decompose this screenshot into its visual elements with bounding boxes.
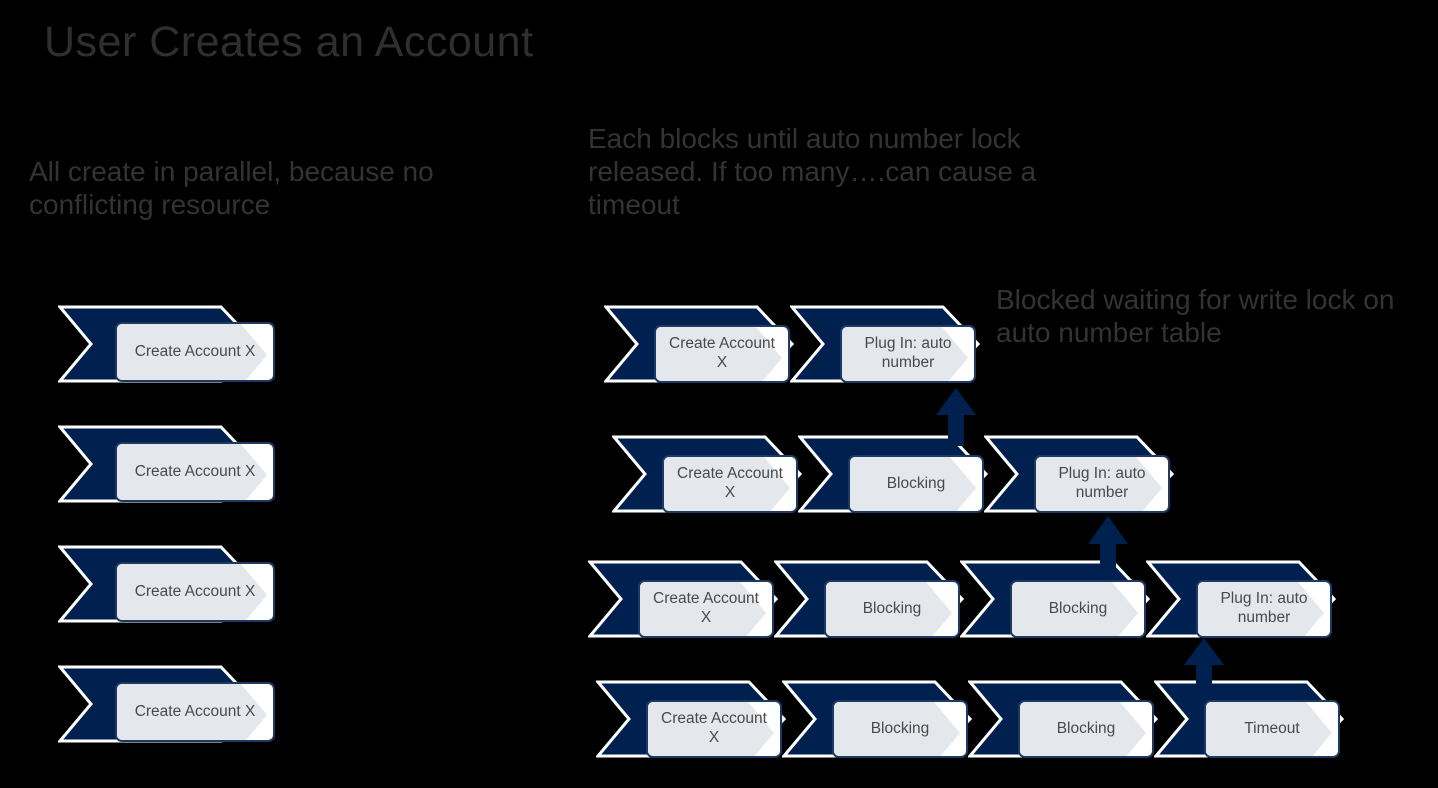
node-label-box[interactable]: Blocking [1010,580,1146,638]
annotation-parallel-create: All create in parallel, because no confl… [29,156,434,221]
arrow-row3-to-row2-up-arrow-icon [1088,516,1128,576]
node-label-text: Create Account X [661,710,767,746]
node-label-text: Blocking [1056,719,1116,737]
node-label-text: Plug In: auto number [1220,590,1308,626]
node-label-box[interactable]: Plug In: auto number [1196,580,1332,638]
node-label-text: Plug In: auto number [864,335,952,371]
node-label-box[interactable]: Blocking [824,580,960,638]
arrow-row2-to-row1-up-arrow-icon [936,388,976,446]
node-label-box[interactable]: Create Account X [115,682,275,742]
node-label-text: Create Account X [134,342,256,360]
node-label-text: Blocking [1048,599,1108,617]
node-label-text: Timeout [1244,719,1300,737]
node-label-box[interactable]: Plug In: auto number [840,325,976,383]
node-label-box[interactable]: Create Account X [115,322,275,382]
node-label-text: Create Account X [653,590,759,626]
node-label-box[interactable]: Create Account X [662,455,798,513]
node-label-box[interactable]: Create Account X [654,325,790,383]
node-label-box[interactable]: Plug In: auto number [1034,455,1170,513]
node-label-box[interactable]: Blocking [848,455,984,513]
node-label-box[interactable]: Create Account X [115,562,275,622]
arrow-row4-to-row3-up-arrow-icon [1184,638,1224,696]
node-label-text: Create Account X [669,335,775,371]
node-label-text: Create Account X [677,465,783,501]
node-label-text: Blocking [886,474,946,492]
node-label-text: Plug In: auto number [1058,465,1146,501]
node-label-text: Create Account X [134,582,256,600]
node-label-text: Create Account X [134,462,256,480]
node-label-text: Create Account X [134,702,256,720]
node-label-box[interactable]: Create Account X [115,442,275,502]
node-label-box[interactable]: Blocking [832,700,968,758]
page-title: User Creates an Account [44,18,534,66]
node-label-box[interactable]: Blocking [1018,700,1154,758]
node-label-box[interactable]: Create Account X [646,700,782,758]
annotation-blocked-write-lock: Blocked waiting for write lock on auto n… [996,284,1395,349]
annotation-blocking-timeout: Each blocks until auto number lock relea… [588,123,1037,221]
node-label-box[interactable]: Create Account X [638,580,774,638]
node-label-box[interactable]: Timeout [1204,700,1340,758]
node-label-text: Blocking [870,719,930,737]
node-label-text: Blocking [862,599,922,617]
